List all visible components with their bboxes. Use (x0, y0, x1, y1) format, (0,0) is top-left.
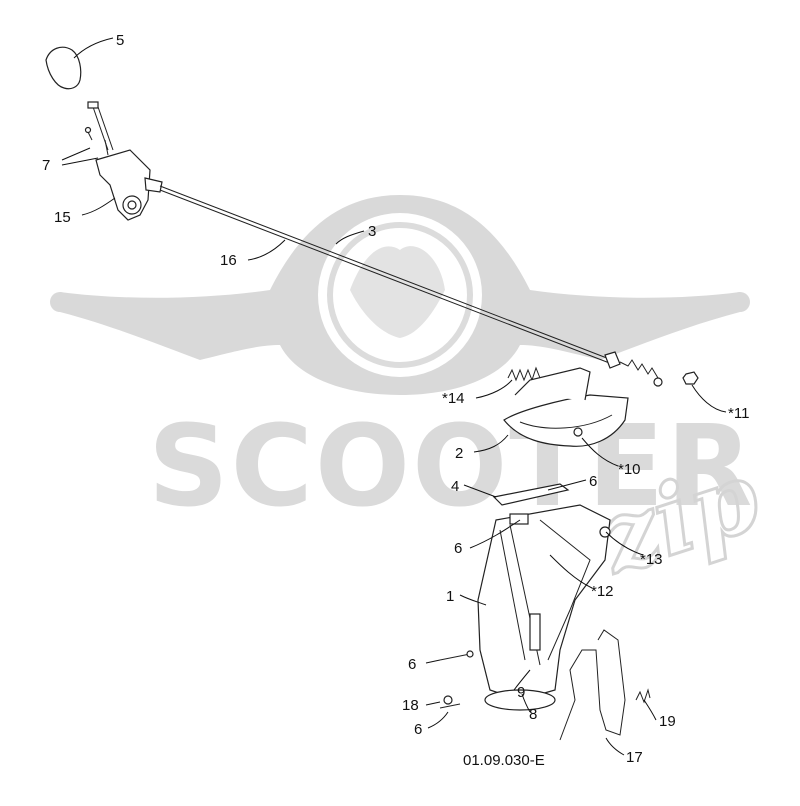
callout-18: 18 (402, 697, 419, 714)
callout-15: 15 (54, 209, 71, 226)
leader-lines (61, 37, 727, 756)
callout-6a: 6 (589, 473, 597, 490)
callout-19: 19 (659, 713, 676, 730)
parts (45, 46, 699, 741)
part-knob (45, 46, 82, 90)
callout-2: 2 (455, 445, 463, 462)
callout-14: *14 (442, 390, 465, 407)
part-wire-handle (559, 629, 626, 741)
part-bolts (439, 650, 474, 709)
watermark-brand-text: SCOOTER (148, 402, 754, 532)
callout-7: 7 (42, 157, 50, 174)
callout-6d: 6 (414, 721, 422, 738)
callout-8: 8 (529, 706, 537, 723)
watermark-headlamp-ring (327, 222, 473, 368)
callout-6b: 6 (454, 540, 462, 557)
watermark: SCOOTER zip (50, 195, 774, 597)
watermark-emblem (350, 246, 445, 338)
callout-labels: 5 7 15 16 3 *14 *11 2 *10 4 6 6 *13 *12 … (42, 32, 749, 769)
callout-12: *12 (591, 583, 614, 600)
callout-1: 1 (446, 588, 454, 605)
callout-3: 3 (368, 223, 376, 240)
part-deflector (503, 367, 629, 447)
part-chute (477, 504, 611, 711)
part-spring-19 (635, 688, 651, 704)
part-control-lever (84, 101, 163, 221)
callout-10: *10 (618, 461, 641, 478)
callout-9: 9 (517, 684, 525, 701)
part-nut-11 (682, 371, 699, 385)
callout-6c: 6 (408, 656, 416, 673)
watermark-grip-left (50, 292, 70, 312)
callout-17: 17 (626, 749, 643, 766)
callout-5: 5 (116, 32, 124, 49)
part-cable (159, 185, 663, 387)
watermark-grip-right (730, 292, 750, 312)
callout-16: 16 (220, 252, 237, 269)
part-spring-14 (507, 366, 541, 382)
callout-4: 4 (451, 478, 459, 495)
callout-13: *13 (640, 551, 663, 568)
reference-code: 01.09.030-E (463, 752, 545, 769)
callout-11: *11 (728, 405, 749, 422)
